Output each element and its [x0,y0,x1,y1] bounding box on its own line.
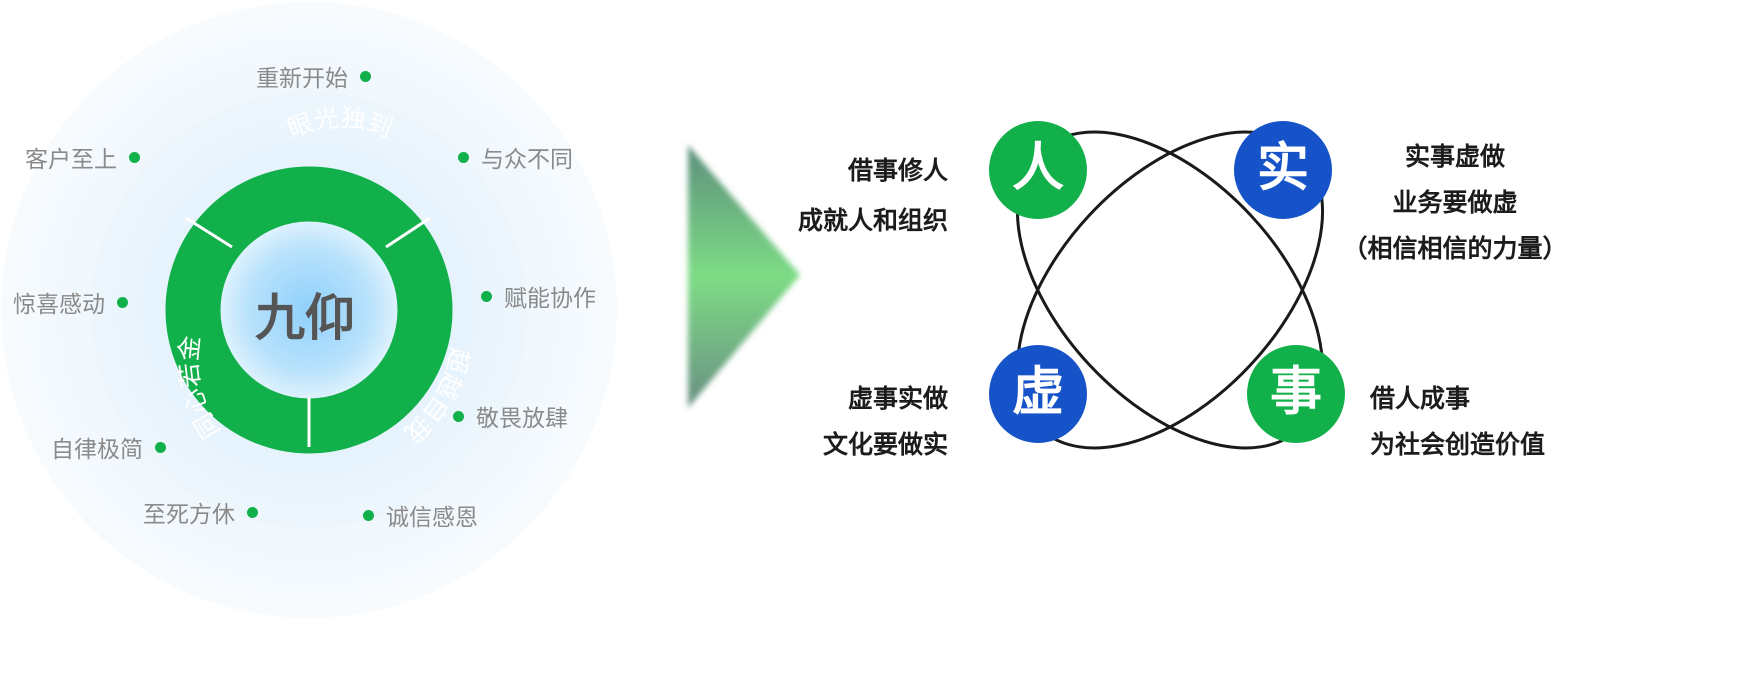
arrow-shape [688,145,800,408]
ring-divider [385,216,431,249]
ring-dividers [185,216,431,447]
node-ren: 人 [989,121,1087,219]
bullet-dot [458,151,469,163]
text-line: 虚事实做 [847,384,948,413]
bullet-dot [360,70,371,82]
text-line: （相信相信的力量） [1342,234,1568,263]
text-line: 借人成事 [1370,384,1471,413]
center-disc [221,222,397,398]
text-line: 实事虚做 [1404,142,1506,171]
node-shi-real: 实 [1234,121,1332,219]
text-line: 成就人和组织 [797,206,948,235]
value-label: 与众不同 [458,140,573,174]
bullet-dot [117,296,128,308]
node-circle [989,121,1087,219]
node-char: 虚 [1012,364,1064,422]
bullet-dot [453,410,464,422]
value-label: 诚信感恩 [363,498,478,532]
bullet-dot [247,506,258,518]
bullet-dot [155,441,166,453]
node-char: 事 [1270,364,1322,422]
human-affair-diagram: 人 实 虚 事 [989,121,1345,450]
text-line: 借事修人 [847,156,948,185]
node-circle [989,345,1087,443]
node-xu: 虚 [989,345,1087,443]
node-circle [1234,121,1332,219]
value-label: 惊喜感动 [13,285,128,319]
text-top-right: 实事虚做 业务要做虚 （相信相信的力量） [1342,134,1567,272]
bullet-dot [129,151,140,163]
text-line: 为社会创造价值 [1370,430,1546,459]
value-label: 自律极简 [51,430,166,464]
text-line: 业务要做虚 [1392,188,1518,217]
value-label: 至死方休 [143,495,258,529]
text-top-left: 借事修人 成就人和组织 [798,146,948,246]
bullet-dot [363,509,374,521]
ring-divider [185,216,233,249]
node-char: 实 [1257,140,1309,198]
value-label: 敬畏放肆 [453,399,568,433]
node-char: 人 [1012,140,1064,198]
value-label: 重新开始 [256,59,371,93]
bullet-dot [481,290,492,302]
value-label: 赋能协作 [481,279,596,313]
center-label: 九仰 [255,290,355,346]
node-shi-affair: 事 [1247,345,1345,443]
value-label: 客户至上 [25,140,140,174]
text-line: 文化要做实 [822,430,948,459]
text-bottom-right: 借人成事 为社会创造价值 [1370,376,1545,468]
node-circle [1247,345,1345,443]
text-bottom-left: 虚事实做 文化要做实 [823,376,948,468]
transition-arrow [688,145,800,408]
